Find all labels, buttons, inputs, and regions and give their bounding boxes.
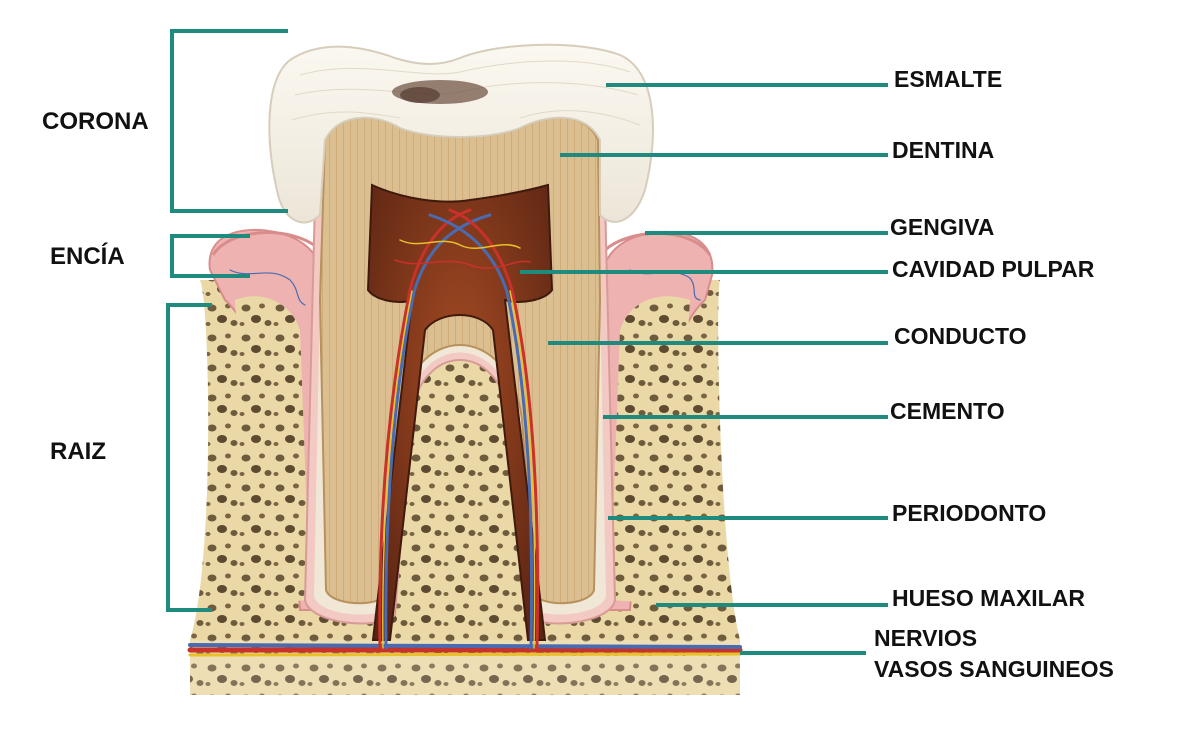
label-conducto: CONDUCTO: [894, 323, 1027, 349]
label-cavidad-pulpar: CAVIDAD PULPAR: [892, 256, 1095, 282]
enamel-crown: [268, 43, 654, 224]
raiz-bracket: [166, 303, 212, 612]
label-corona: CORONA: [42, 108, 149, 135]
label-vasos-sanguineos: VASOS SANGUINEOS: [874, 656, 1114, 682]
label-encia: ENCÍA: [50, 243, 125, 270]
label-nervios: NERVIOS: [874, 625, 978, 651]
label-cemento: CEMENTO: [890, 398, 1005, 424]
vessels-nerves: [187, 208, 743, 657]
label-dentina: DENTINA: [892, 137, 995, 163]
encia-bracket: [170, 234, 250, 278]
label-hueso-maxilar: HUESO MAXILAR: [892, 585, 1085, 611]
alveolar-bone: [235, 296, 690, 605]
leader-lines: [520, 83, 888, 655]
label-gengiva: GENGIVA: [890, 214, 995, 240]
label-esmalte: ESMALTE: [894, 66, 1003, 92]
corona-bracket: [170, 29, 288, 213]
region-brackets: [166, 29, 288, 612]
label-raiz: RAIZ: [50, 438, 106, 465]
label-periodonto: PERIODONTO: [892, 500, 1047, 526]
